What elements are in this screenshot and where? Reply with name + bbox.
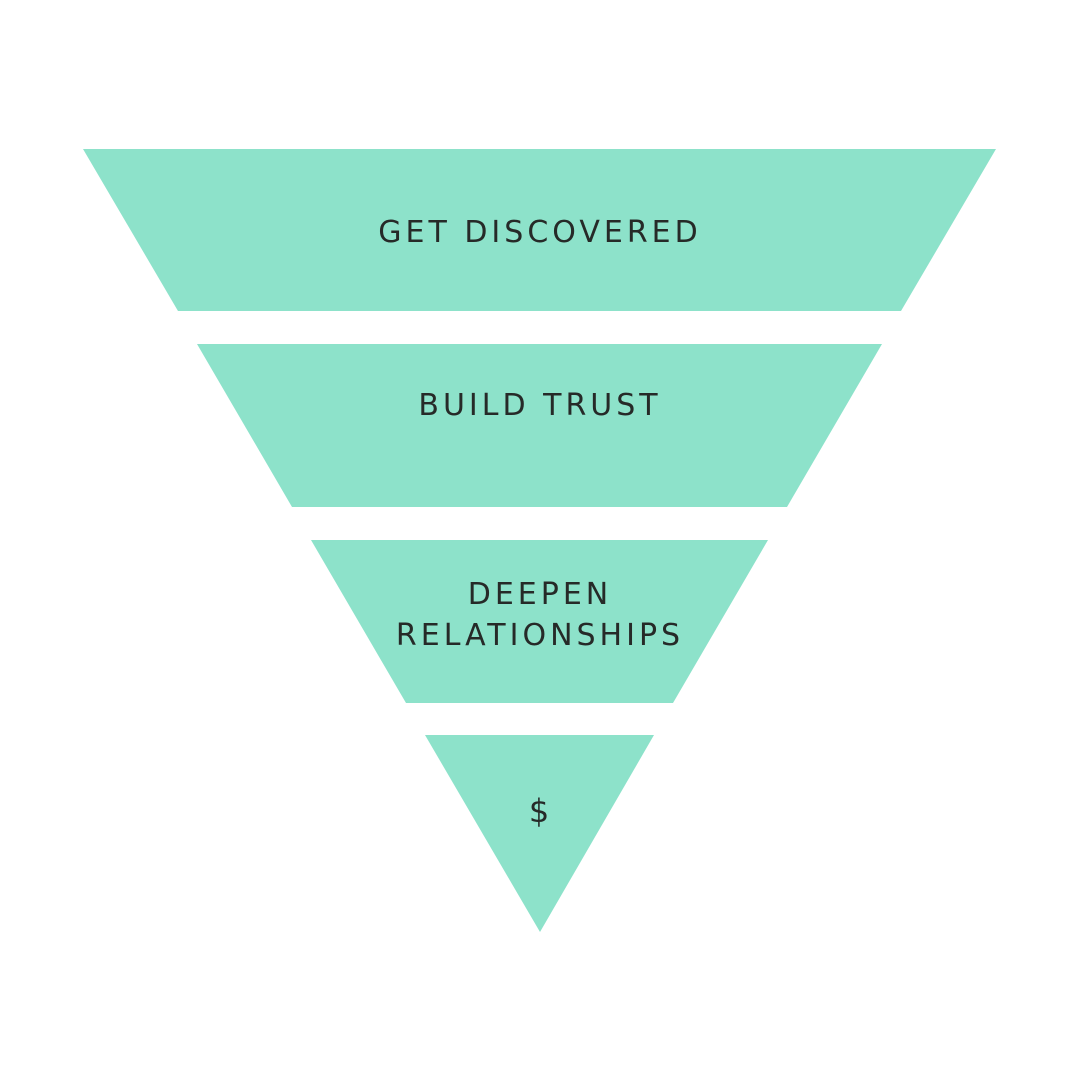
funnel-segment-2	[197, 344, 882, 507]
stage-label-get-discovered: GET DISCOVERED	[378, 215, 701, 250]
stage-label-relationships: RELATIONSHIPS	[396, 618, 684, 653]
funnel-segment-1	[83, 149, 996, 311]
funnel-segment-3	[311, 540, 768, 703]
stage-label-deepen: DEEPEN	[468, 577, 613, 612]
funnel-segment-4	[425, 735, 654, 932]
stage-label-dollar: $	[529, 792, 549, 830]
funnel-stage-get-discovered: GET DISCOVERED	[83, 149, 996, 311]
stage-label-build-trust: BUILD TRUST	[418, 388, 661, 423]
funnel-stage-build-trust: BUILD TRUST	[197, 344, 882, 507]
funnel-stage-money: $	[425, 735, 654, 932]
funnel-stage-deepen-relationships: DEEPEN RELATIONSHIPS	[311, 540, 768, 703]
